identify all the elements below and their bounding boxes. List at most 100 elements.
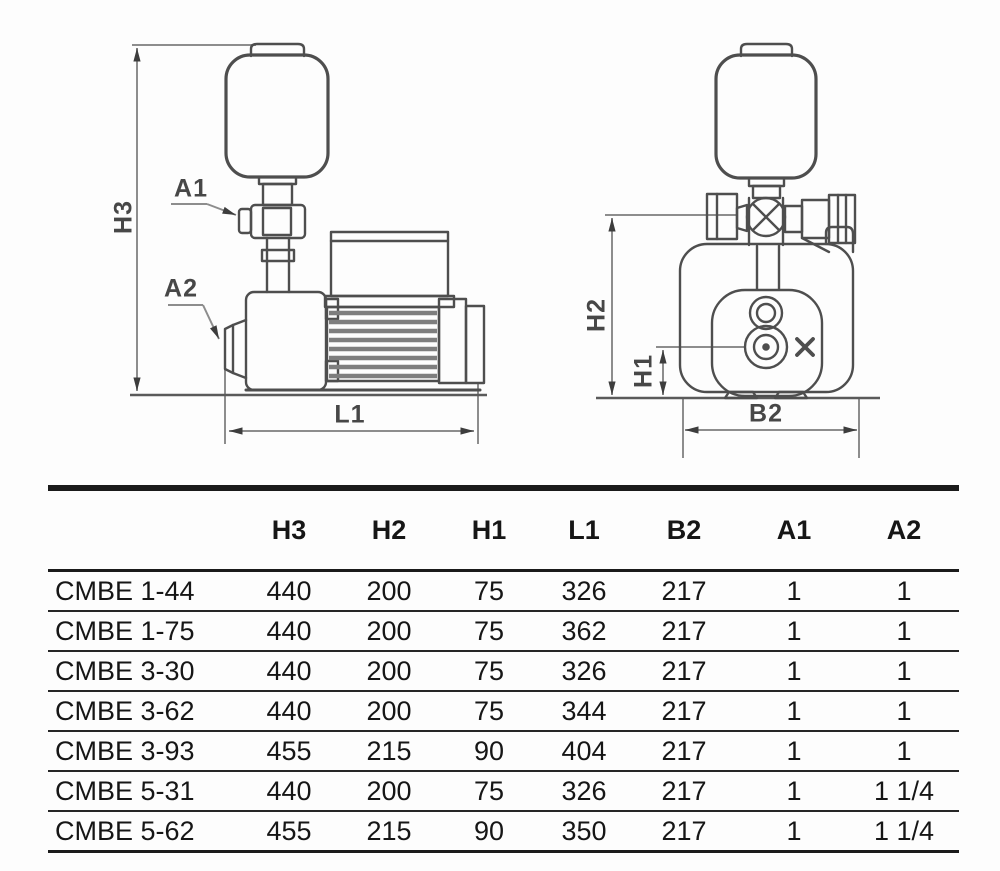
- value-cell: 90: [439, 811, 539, 853]
- value-cell: 350: [539, 811, 629, 853]
- value-cell: 326: [539, 651, 629, 692]
- value-cell: 440: [239, 691, 339, 732]
- value-cell: 217: [629, 611, 739, 652]
- value-cell: 1: [849, 570, 959, 612]
- table-row: CMBE 3-93 455 215 90 404 217 1 1: [48, 731, 959, 772]
- model-cell: CMBE 5-31: [48, 771, 239, 812]
- value-cell: 440: [239, 570, 339, 612]
- value-cell: 362: [539, 611, 629, 652]
- pressure-tank: [224, 53, 330, 179]
- value-cell: 75: [439, 691, 539, 732]
- value-cell: 217: [629, 771, 739, 812]
- value-cell: 1: [739, 731, 849, 772]
- value-cell: 1: [849, 731, 959, 772]
- valve-a1: [249, 203, 307, 240]
- pump-side-view: [223, 42, 486, 392]
- pump-line-drawing: [130, 42, 880, 458]
- pump-front-view: [678, 42, 857, 400]
- value-cell: 215: [339, 811, 439, 853]
- dim-label-l1: L1: [334, 400, 366, 429]
- model-cell: CMBE 1-75: [48, 611, 239, 652]
- value-cell: 1: [849, 651, 959, 692]
- value-cell: 1: [739, 771, 849, 812]
- model-cell: CMBE 3-62: [48, 691, 239, 732]
- value-cell: 1: [849, 611, 959, 652]
- column-header-model: [48, 488, 239, 572]
- dim-label-h1: H1: [629, 354, 658, 388]
- model-cell: CMBE 1-44: [48, 570, 239, 612]
- value-cell: 217: [629, 811, 739, 853]
- value-cell: 455: [239, 731, 339, 772]
- table-row: CMBE 1-75 440 200 75 362 217 1 1: [48, 611, 959, 652]
- inlet-port-a2: [223, 318, 248, 380]
- dim-label-a1: A1: [174, 174, 208, 203]
- dimension-diagram: H3 A1 A2 L1 H2 H1 B2: [109, 42, 880, 458]
- value-cell: 217: [629, 691, 739, 732]
- column-header-h2: H2: [339, 488, 439, 572]
- tank-cap: [249, 42, 306, 58]
- dim-label-h2: H2: [582, 298, 611, 332]
- pump-head-side: [244, 290, 328, 392]
- value-cell: 326: [539, 771, 629, 812]
- value-cell: 200: [339, 611, 439, 652]
- value-cell: 1 1/4: [849, 771, 959, 812]
- value-cell: 455: [239, 811, 339, 853]
- table-row: CMBE 3-30 440 200 75 326 217 1 1: [48, 651, 959, 692]
- value-cell: 326: [539, 570, 629, 612]
- value-cell: 1: [739, 811, 849, 853]
- value-cell: 440: [239, 611, 339, 652]
- value-cell: 217: [629, 731, 739, 772]
- pump-body-front: [678, 242, 855, 394]
- column-header-b2: B2: [629, 488, 739, 572]
- model-cell: CMBE 3-30: [48, 651, 239, 692]
- column-header-h3: H3: [239, 488, 339, 572]
- dimension-lines: [132, 44, 860, 458]
- motor-fins: [329, 310, 437, 379]
- model-cell: CMBE 3-93: [48, 731, 239, 772]
- value-cell: 215: [339, 731, 439, 772]
- value-cell: 1: [739, 691, 849, 732]
- value-cell: 217: [629, 651, 739, 692]
- value-cell: 200: [339, 771, 439, 812]
- value-cell: 440: [239, 771, 339, 812]
- pump-center-boss: [743, 324, 789, 370]
- motor-fins-outline: [325, 305, 441, 383]
- value-cell: 90: [439, 731, 539, 772]
- column-header-a2: A2: [849, 488, 959, 572]
- value-cell: 75: [439, 611, 539, 652]
- value-cell: 200: [339, 651, 439, 692]
- dim-label-a2: A2: [164, 274, 198, 303]
- table-row: CMBE 1-44 440 200 75 326 217 1 1: [48, 570, 959, 612]
- value-cell: 1 1/4: [849, 811, 959, 853]
- value-cell: 1: [739, 611, 849, 652]
- value-cell: 217: [629, 570, 739, 612]
- table-row: CMBE 5-62 455 215 90 350 217 1 1 1/4: [48, 811, 959, 853]
- value-cell: 200: [339, 570, 439, 612]
- dimensions-table: H3 H2 H1 L1 B2 A1 A2 CMBE 1-44 440 200 7…: [48, 485, 959, 853]
- value-cell: 344: [539, 691, 629, 732]
- pressure-tank-front: [714, 53, 818, 180]
- value-cell: 1: [739, 570, 849, 612]
- drain-plug: [795, 337, 815, 357]
- column-header-h1: H1: [439, 488, 539, 572]
- column-header-a1: A1: [739, 488, 849, 572]
- dim-label-b2: B2: [749, 399, 783, 428]
- value-cell: 440: [239, 651, 339, 692]
- table-row: CMBE 5-31 440 200 75 326 217 1 1 1/4: [48, 771, 959, 812]
- header-row: H3 H2 H1 L1 B2 A1 A2: [48, 488, 959, 572]
- value-cell: 75: [439, 651, 539, 692]
- value-cell: 200: [339, 691, 439, 732]
- column-header-l1: L1: [539, 488, 629, 572]
- side-port: [705, 192, 739, 241]
- value-cell: 1: [849, 691, 959, 732]
- dim-label-h3: H3: [109, 200, 138, 234]
- value-cell: 404: [539, 731, 629, 772]
- pump-head-front: [710, 288, 824, 398]
- value-cell: 75: [439, 570, 539, 612]
- table-row: CMBE 3-62 440 200 75 344 217 1 1: [48, 691, 959, 732]
- model-cell: CMBE 5-62: [48, 811, 239, 853]
- value-cell: 75: [439, 771, 539, 812]
- value-cell: 1: [739, 651, 849, 692]
- outlet-flange: [827, 193, 857, 245]
